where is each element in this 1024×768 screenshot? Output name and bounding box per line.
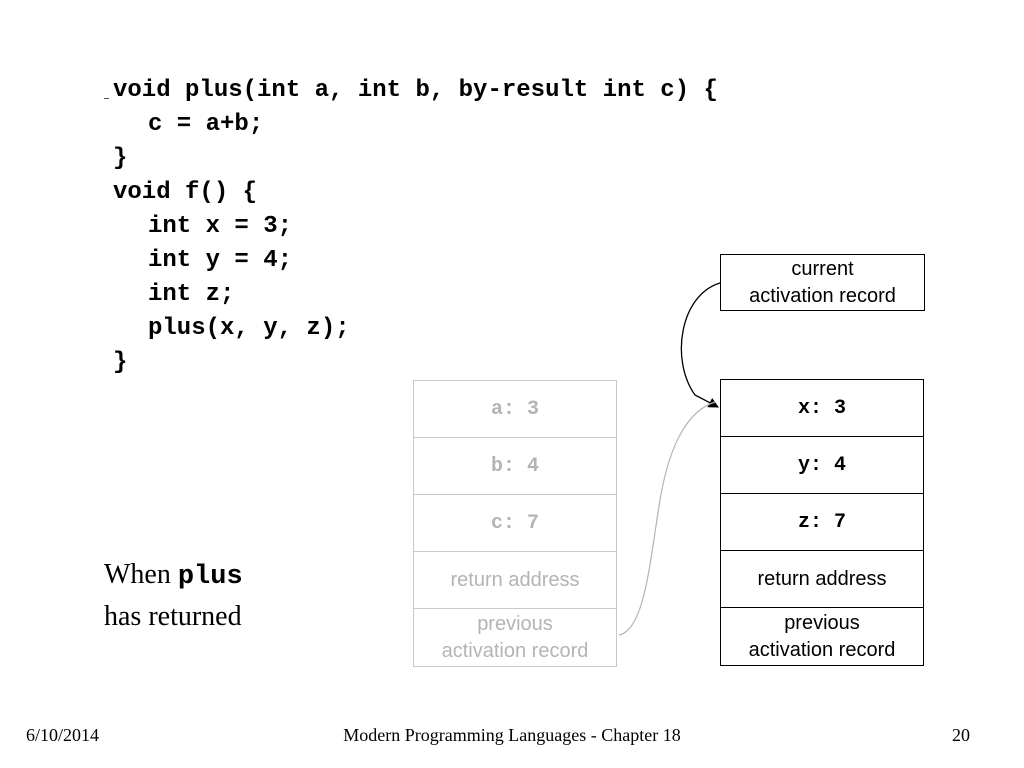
caption-line-2: has returned (104, 601, 242, 632)
code-line: int z; (148, 281, 235, 308)
current-activation-record-label: current activation record (720, 254, 925, 311)
caption-prefix: When (104, 559, 178, 590)
footer-page-number: 20 (952, 725, 970, 745)
previous-line-1: previous (784, 611, 860, 634)
record-cell-a: a: 3 (414, 381, 616, 438)
record-cell-return-address: return address (414, 552, 616, 609)
footer-date: 6/10/2014 (26, 725, 100, 745)
current-label-line-1: current (791, 257, 854, 280)
previous-line-2: activation record (748, 638, 896, 661)
code-line: void f() { (113, 179, 258, 206)
record-cell-z: z: 7 (721, 494, 923, 551)
record-cell-b: b: 4 (414, 438, 616, 495)
caption: When plus has returned (104, 555, 243, 637)
record-cell-c: c: 7 (414, 495, 616, 552)
footer-title: Modern Programming Languages - Chapter 1… (343, 725, 681, 745)
code-line: plus(x, y, z); (148, 315, 350, 342)
code-line: int x = 3; (148, 213, 293, 240)
caption-code-word: plus (177, 562, 243, 592)
code-line: void plus(int a, int b, by-result int c)… (113, 77, 718, 104)
current-label-line-2: activation record (749, 284, 896, 307)
f-activation-record: x: 3 y: 4 z: 7 return address previous a… (720, 379, 924, 666)
code-line: int y = 4; (148, 247, 293, 274)
record-cell-y: y: 4 (721, 437, 923, 494)
previous-line-1: previous (477, 612, 553, 635)
code-line: c = a+b; (148, 111, 264, 138)
code-line: } (113, 145, 128, 172)
record-cell-x: x: 3 (721, 380, 923, 437)
bullet-mark (104, 98, 109, 99)
code-listing: void plus(int a, int b, by-result int c)… (113, 74, 718, 380)
caption-line-1: When plus (104, 555, 243, 597)
previous-line-2: activation record (441, 639, 589, 662)
faded-previous-pointer-arrow (618, 401, 716, 636)
record-cell-return-address: return address (721, 551, 923, 608)
record-cell-previous: previous activation record (414, 609, 616, 666)
plus-activation-record: a: 3 b: 4 c: 7 return address previous a… (413, 380, 617, 667)
record-cell-previous: previous activation record (721, 608, 923, 665)
current-record-pointer-arrow (680, 282, 721, 408)
code-line: } (113, 349, 128, 376)
